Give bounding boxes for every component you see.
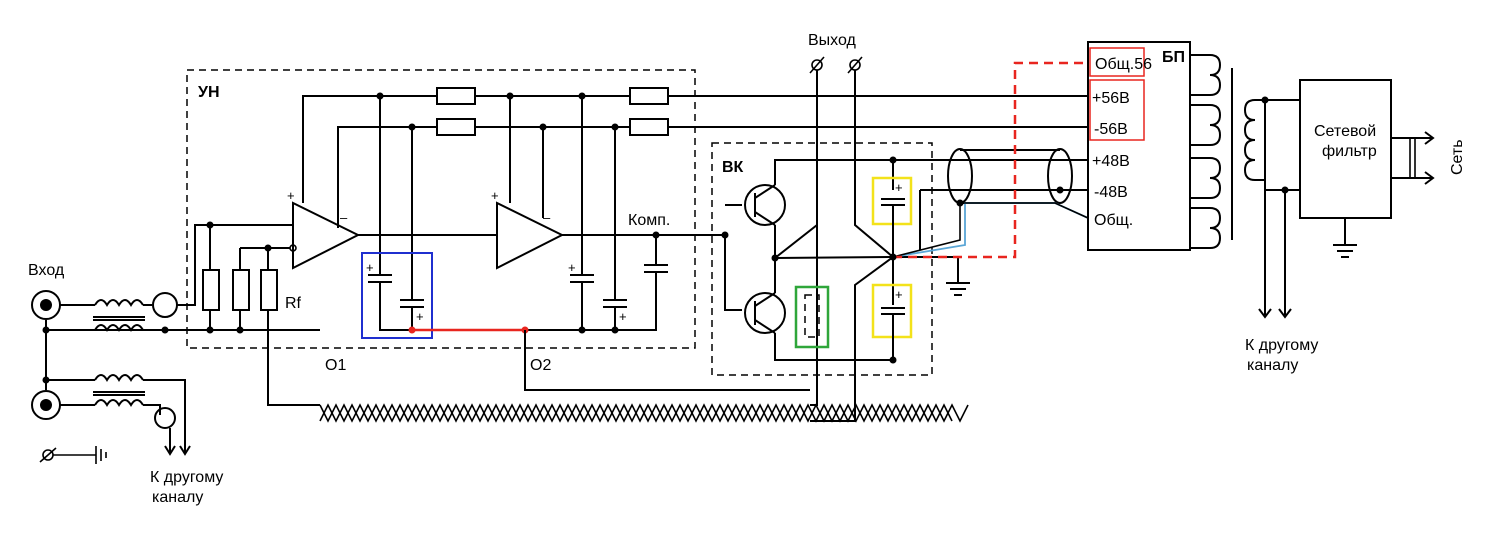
psu-terminal-plus48: +48В: [1092, 153, 1130, 170]
supply-rail-plus: [302, 95, 437, 203]
green-highlight-box: [794, 285, 830, 349]
svg-text:+: +: [619, 309, 627, 324]
transformer-primary: [1243, 99, 1265, 181]
resistor-rail-4: [629, 118, 669, 136]
op-amp-1: [292, 201, 361, 270]
svg-text:–: –: [543, 210, 551, 225]
transformer-secondaries: [1190, 54, 1233, 249]
input-choke-lower: [93, 374, 145, 407]
red-box-com56: [1089, 47, 1145, 77]
psu-terminal-com56: Общ.56: [1095, 56, 1152, 73]
input-label: Вход: [28, 262, 65, 279]
input-link-wire: [45, 330, 95, 381]
o2-return-wire: [524, 330, 810, 391]
mains-filter-label-1: Сетевой: [1314, 123, 1376, 140]
un-block-outline: [186, 69, 696, 349]
input-ground-wire: [45, 320, 320, 331]
other-channel-right-line1: К другому: [1245, 337, 1318, 354]
comp-label: Комп.: [628, 212, 670, 229]
resistor-rf: [260, 269, 278, 311]
un-block-title: УН: [198, 84, 220, 101]
lower-ferrite-ring: [154, 407, 176, 429]
psu-terminal-minus56: -56В: [1094, 121, 1128, 138]
resistor-input-1: [202, 269, 220, 311]
rf-label: Rf: [285, 295, 302, 312]
chassis-ground-legend: [39, 446, 107, 464]
ground-symbol-vk: [946, 282, 970, 296]
resistor-rail-3: [436, 118, 476, 136]
psu-title: БП: [1162, 49, 1185, 66]
svg-text:+: +: [895, 180, 903, 195]
output-label: Выход: [808, 32, 857, 49]
psu-terminal-minus48: -48В: [1094, 184, 1128, 201]
input-connector-lower: [31, 390, 61, 420]
other-channel-left-line1: К другому: [150, 469, 223, 486]
resistor-rail-2: [629, 87, 669, 105]
shielded-cable: [947, 148, 1073, 204]
other-channel-right-line2: каналу: [1247, 357, 1298, 374]
supply-rail-minus: [337, 126, 437, 228]
resistor-input-2: [232, 269, 250, 311]
psu-terminal-plus56: +56В: [1092, 90, 1130, 107]
svg-text:–: –: [340, 210, 348, 225]
vk-block-title: ВК: [722, 159, 744, 176]
transistor-upper: [744, 184, 786, 226]
input-ferrite-ring: [152, 292, 178, 318]
vk-block-outline: [711, 142, 933, 376]
o1-label: O1: [325, 357, 346, 374]
red-box-56v: [1089, 79, 1145, 141]
mains-label: Сеть: [1449, 139, 1466, 175]
svg-text:+: +: [568, 260, 576, 275]
mains-filter-label-2: фильтр: [1322, 143, 1377, 160]
svg-text:+: +: [287, 188, 295, 203]
other-channel-left-line2: каналу: [152, 489, 203, 506]
ground-symbol-filter: [1333, 244, 1357, 258]
rf-feedback-wire: [267, 310, 320, 406]
svg-text:+: +: [895, 287, 903, 302]
red-dashed-link: [893, 61, 1088, 259]
psu-terminal-com: Общ.: [1094, 212, 1133, 229]
blue-highlight-box: [361, 252, 433, 339]
resistor-rail-1: [436, 87, 476, 105]
svg-text:+: +: [491, 188, 499, 203]
transistor-lower: [744, 292, 786, 334]
svg-text:+: +: [416, 309, 424, 324]
svg-text:+: +: [366, 260, 374, 275]
op-amp-2: [496, 201, 565, 270]
o2-label: O2: [530, 357, 551, 374]
junction-dots: [42, 92, 1289, 384]
input-choke-upper: [93, 299, 145, 332]
input-connector-upper: [31, 290, 61, 320]
